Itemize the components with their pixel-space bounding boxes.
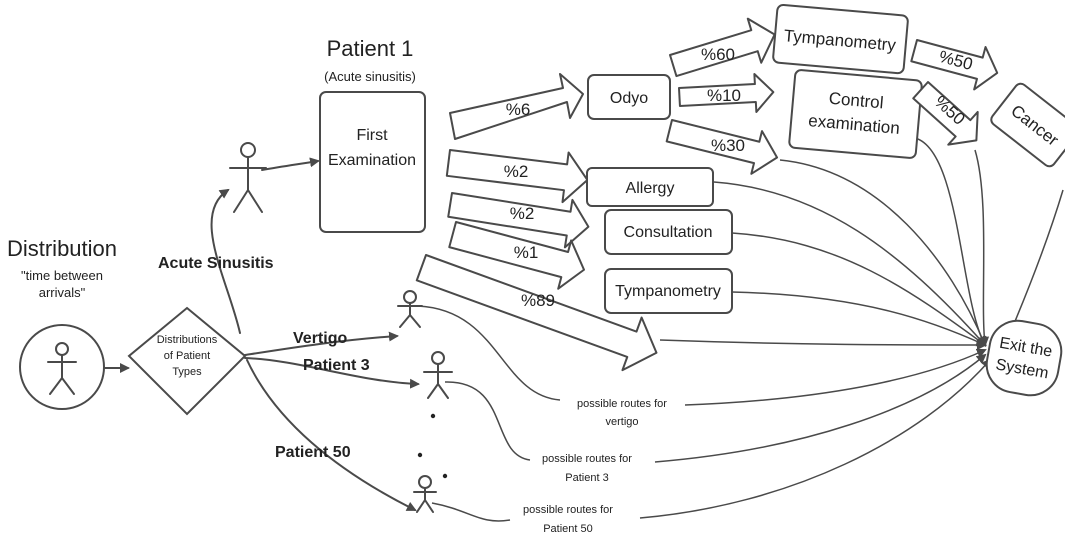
acute-sinusitis-label: Acute Sinusitis (158, 255, 274, 272)
control-exit-flow (914, 137, 986, 347)
tympanometry-node (604, 268, 733, 314)
odyo-to-exit-arrow: %30 (665, 119, 779, 175)
tympanometry-branch-arrow: %1 (448, 221, 586, 290)
patient3-route-label: Patient 3 (565, 472, 608, 484)
cancer-node (990, 82, 1065, 168)
allergy-label: Allergy (626, 180, 675, 197)
patient50-actor-icon (413, 475, 437, 513)
odyo-branch-arrow: %6 (449, 73, 584, 140)
allergy-node (586, 167, 714, 207)
vertigo-route-exit (684, 348, 987, 406)
tympanometry-second-node (772, 3, 909, 75)
tympanometry-exit-flow (731, 291, 987, 347)
consultation-node (604, 209, 733, 255)
decision-label: Distributions (157, 334, 218, 346)
decision-diamond (127, 306, 247, 416)
patient3-route-label: possible routes for (542, 453, 632, 465)
odyo-exit-percent: %30 (711, 136, 745, 155)
odyo-node (587, 74, 671, 120)
patient-type-decision: Distributions of Patient Types (127, 306, 247, 416)
allergy-exit-flow (713, 181, 987, 347)
vertigo-route-label: vertigo (605, 416, 638, 428)
patient50-connector (246, 359, 417, 511)
distribution-title: Distribution (7, 236, 117, 261)
distribution-source: Distribution "time between arrivals" (7, 236, 117, 410)
ellipsis-dot (417, 452, 423, 458)
patient1-subtitle: (Acute sinusitis) (324, 69, 416, 84)
patient3-actor-icon (423, 351, 453, 399)
odyo-control-percent: %10 (707, 86, 741, 105)
vertigo-patient-actor-icon (397, 290, 423, 328)
vertigo-label: Vertigo (293, 330, 347, 347)
tympanometry-branch-percent: %1 (514, 243, 539, 262)
cancer-path-exit-flow (974, 149, 990, 347)
patient50-route-exit (639, 358, 992, 519)
allergy-branch-arrow: %2 (445, 149, 589, 204)
to-first-exam-connector (261, 157, 320, 171)
odyo-exit-flow (779, 159, 987, 347)
consultation-exit-flow (731, 232, 987, 347)
odyo-branch-percent: %6 (506, 100, 531, 119)
vertigo-route-label: possible routes for (577, 398, 667, 410)
patient50-route-label: Patient 50 (543, 523, 593, 535)
odyo-tymp-percent: %60 (701, 45, 735, 64)
exit-system-node (985, 319, 1063, 397)
distribution-subtitle: "time between (21, 268, 103, 283)
first-examination-box (319, 91, 426, 233)
consultation-branch-arrow: %2 (447, 192, 590, 249)
control-examination-label: Control (828, 89, 884, 113)
odyo-to-tympanometry-arrow: %60 (669, 17, 776, 78)
patient50-label: Patient 50 (275, 444, 351, 461)
patient1-title: Patient 1 (327, 36, 414, 61)
patient3-label: Patient 3 (303, 357, 370, 374)
control-examination-node (788, 69, 923, 159)
first-examination-label: First (356, 127, 388, 144)
vertigo-route-curve (417, 305, 561, 401)
allergy-branch-percent: %2 (504, 162, 529, 181)
acute-connector (210, 188, 241, 334)
arrival-actor-icon (47, 342, 77, 395)
majority-exit-branch-arrow: %89 (415, 254, 658, 372)
patient3-route-curve (444, 381, 531, 461)
ellipsis-dot (430, 413, 436, 419)
tympanometry-to-cancer-arrow: %50 (910, 39, 999, 91)
consultation-label: Consultation (624, 224, 713, 241)
first-examination-label: Examination (328, 152, 416, 169)
majority-branch-percent: %89 (521, 291, 555, 310)
patient50-route-curve (431, 502, 511, 522)
decision-label: Types (172, 366, 202, 378)
ellipsis-dot (442, 473, 448, 479)
vertigo-connector (244, 331, 399, 356)
patient50-route-label: possible routes for (523, 504, 613, 516)
patient3-connector (244, 357, 420, 389)
acute-patient-actor-icon (229, 142, 267, 213)
odyo-to-control-arrow: %10 (678, 73, 775, 113)
distribution-subtitle: arrivals" (39, 285, 86, 300)
patient3-route-exit (654, 353, 987, 463)
odyo-label: Odyo (610, 90, 648, 107)
decision-label: of Patient (164, 350, 210, 362)
consultation-branch-percent: %2 (510, 204, 535, 223)
majority-exit-flow (659, 339, 987, 350)
tympanometry-label: Tympanometry (615, 283, 721, 300)
